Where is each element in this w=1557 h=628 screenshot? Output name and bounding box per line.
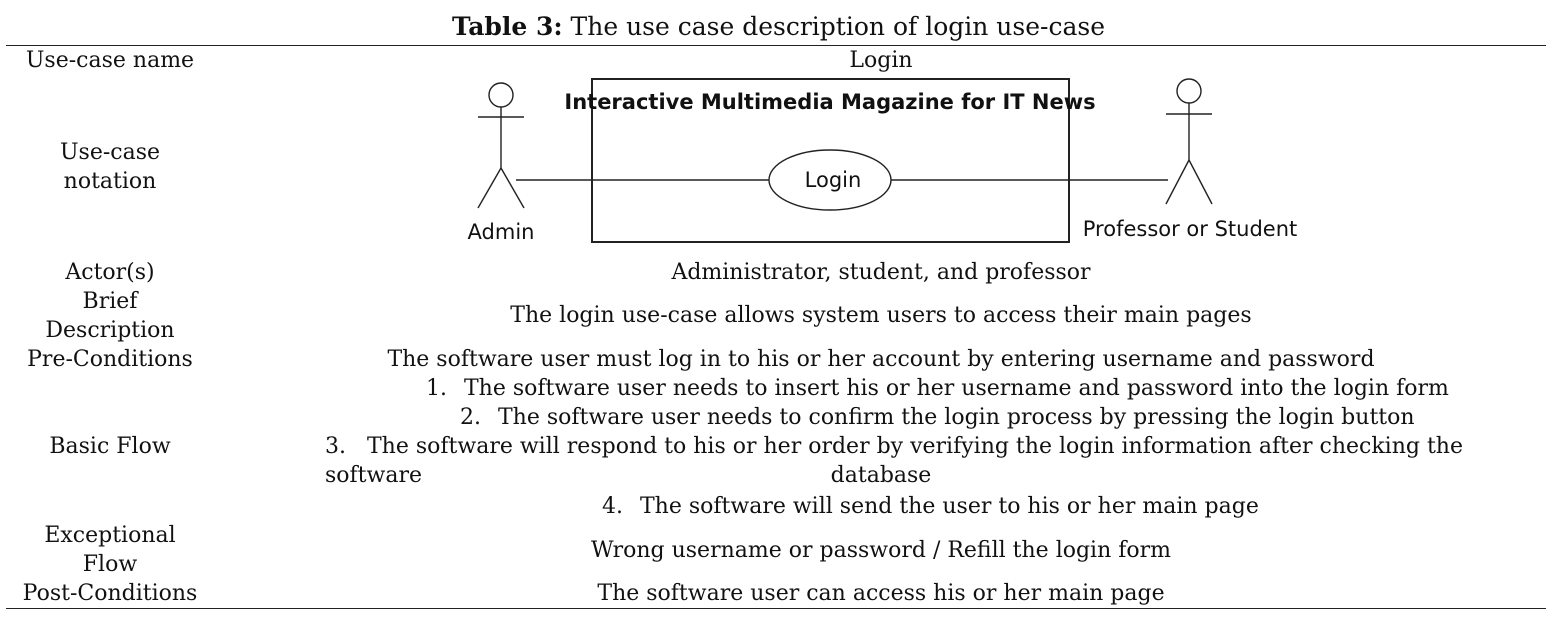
label-use-case-notation-line2: notation bbox=[63, 169, 157, 194]
value-brief-description: The login use-case allows system users t… bbox=[510, 303, 1252, 328]
actor-professor-student-label: Professor or Student bbox=[1083, 217, 1298, 241]
basic-flow-step-1: 1. The software user needs to insert his … bbox=[426, 374, 1449, 403]
use-case-login-label: Login bbox=[805, 168, 862, 192]
basic-flow-step-1-number: 1. bbox=[426, 376, 447, 401]
value-post-conditions: The software user can access his or her … bbox=[597, 581, 1165, 606]
basic-flow-step-3-text: The software will respond to his or her … bbox=[325, 434, 1463, 488]
system-boundary bbox=[591, 78, 1070, 243]
basic-flow-step-3: 3.The software will respond to his or he… bbox=[325, 432, 1557, 490]
label-exceptional-line1: Exceptional bbox=[44, 523, 176, 548]
table-bottom-rule bbox=[6, 608, 1546, 609]
label-post-conditions: Post-Conditions bbox=[22, 581, 198, 606]
label-brief-line2: Description bbox=[45, 318, 175, 343]
system-title: Interactive Multimedia Magazine for IT N… bbox=[564, 90, 1095, 114]
label-basic-flow: Basic Flow bbox=[49, 434, 171, 459]
basic-flow-step-2-number: 2. bbox=[460, 405, 481, 430]
value-pre-conditions: The software user must log in to his or … bbox=[387, 347, 1375, 372]
basic-flow-step-4-text: The software will send the user to his o… bbox=[640, 494, 1259, 519]
label-use-case-notation-line1: Use-case bbox=[59, 140, 161, 165]
actor-professor-student-figure bbox=[1165, 78, 1213, 205]
table-caption-label: Table 3: bbox=[451, 12, 563, 41]
label-use-case-name: Use-case name bbox=[25, 48, 195, 73]
basic-flow-step-3-continuation: database bbox=[830, 463, 932, 488]
table-caption-text: The use case description of login use-ca… bbox=[562, 12, 1105, 41]
actor-admin-figure bbox=[477, 82, 525, 209]
label-pre-conditions: Pre-Conditions bbox=[27, 347, 193, 372]
basic-flow-step-1-text: The software user needs to insert his or… bbox=[464, 376, 1449, 401]
table-caption: Table 3: The use case description of log… bbox=[0, 12, 1557, 42]
basic-flow-step-3-number: 3. bbox=[325, 434, 346, 459]
actor-admin-label: Admin bbox=[468, 220, 535, 244]
basic-flow-step-2: 2. The software user needs to confirm the… bbox=[460, 403, 1415, 432]
basic-flow-step-4-number: 4. bbox=[602, 494, 623, 519]
label-actors: Actor(s) bbox=[65, 260, 155, 285]
label-brief-line1: Brief bbox=[82, 289, 138, 314]
value-exceptional-flow: Wrong username or password / Refill the … bbox=[590, 538, 1172, 563]
value-actors: Administrator, student, and professor bbox=[671, 260, 1091, 285]
value-use-case-name: Login bbox=[849, 48, 913, 73]
use-case-login-ellipse bbox=[768, 149, 892, 211]
basic-flow-step-4: 4. The software will send the user to his… bbox=[602, 492, 1259, 521]
table-top-rule bbox=[6, 45, 1546, 46]
basic-flow-step-2-text: The software user needs to confirm the l… bbox=[498, 405, 1415, 430]
label-exceptional-line2: Flow bbox=[82, 552, 138, 577]
